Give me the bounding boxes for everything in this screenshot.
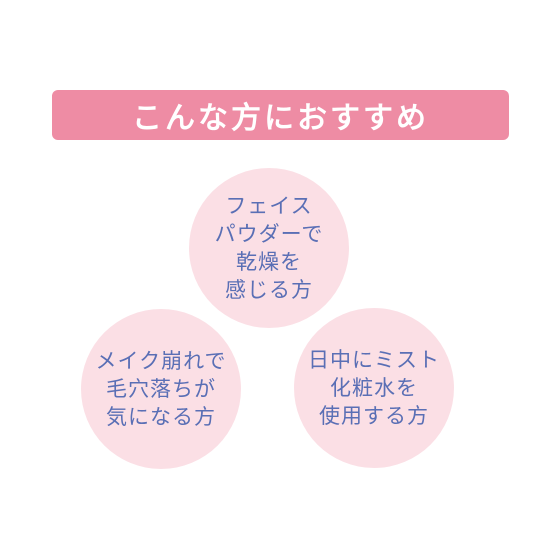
circle-line: メイク崩れで xyxy=(95,349,227,373)
circle-line: 使用する方 xyxy=(319,404,429,428)
circle-line: 化粧水を xyxy=(330,376,418,400)
circle-line: 毛穴落ちが xyxy=(106,377,216,401)
circle-line: 気になる方 xyxy=(106,405,216,429)
recommendation-circle-pores: メイク崩れで 毛穴落ちが 気になる方 xyxy=(81,309,241,469)
recommendation-circle-dry-skin: フェイス パウダーで 乾燥を 感じる方 xyxy=(189,168,349,328)
circle-line: 感じる方 xyxy=(225,278,313,302)
banner-title: こんな方におすすめ xyxy=(132,101,429,136)
recommendation-circle-mist: 日中にミスト 化粧水を 使用する方 xyxy=(294,308,454,468)
circle-line: 乾燥を xyxy=(236,250,302,274)
circle-line: フェイス xyxy=(225,194,313,218)
circle-line: パウダーで xyxy=(214,222,324,246)
circle-line: 日中にミスト xyxy=(308,348,440,372)
recommendation-banner: こんな方におすすめ xyxy=(52,90,509,140)
